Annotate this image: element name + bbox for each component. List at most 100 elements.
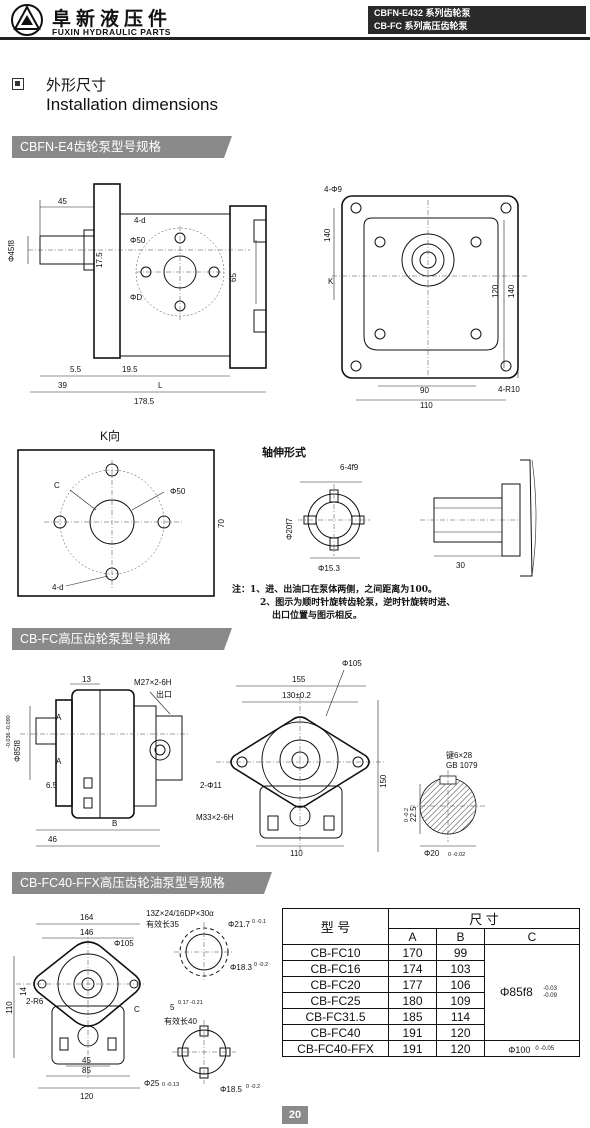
c-last-value: Φ100 xyxy=(508,1044,531,1055)
dim-13: 13 xyxy=(82,675,91,684)
cbfn-e4-front-view: 4-Φ9 140 K 120 140 90 110 4-R10 xyxy=(323,185,528,410)
table-row: CB-FC25 180 109 xyxy=(282,992,580,1009)
tol-phi25: 0 -0.13 xyxy=(162,1082,179,1088)
cell-a: 185 xyxy=(388,1008,437,1025)
notes: 注：1、进、出油口在泵体两侧，之间距离为100。 2、图示为顺时针旋转齿轮泵，逆… xyxy=(232,584,455,623)
cell-model: CB-FC40 xyxy=(282,1024,389,1041)
dim-150: 150 xyxy=(379,774,388,788)
series-tag-line2: CB-FC 系列高压齿轮泵 xyxy=(374,21,468,31)
dimension-table: 型 号 尺 寸 A B C CB-FC10 170 99 Φ85f8 -0.03… xyxy=(282,908,580,1057)
dim-phi45f8: Φ45f8 xyxy=(7,239,16,262)
dim-130: 130±0.2 xyxy=(282,691,311,700)
tol-22-5: 0 -0.2 xyxy=(404,808,410,822)
dim-phi15-3: Φ15.3 xyxy=(318,564,341,573)
series-tag: CBFN-E432 系列齿轮泵 CB-FC 系列高压齿轮泵 xyxy=(368,6,586,34)
cell-a: 191 xyxy=(388,1024,437,1041)
dim-65: 65 xyxy=(229,273,238,282)
brand-name-en: FUXIN HYDRAULIC PARTS xyxy=(52,27,171,37)
cell-c-main: Φ85f8 -0.03 -0.09 xyxy=(484,944,580,1041)
dim-A-2: A xyxy=(56,757,62,766)
c-main-tol: -0.03 -0.09 xyxy=(543,985,557,999)
table-header-dims: 尺 寸 xyxy=(388,908,580,929)
cb-fc40-ffx-front-view: 164 146 Φ105 110 14 2-R6 C 45 85 120 xyxy=(5,913,146,1101)
note-line-2: 2、图示为顺时针旋转齿轮泵，逆时针旋转时进、 xyxy=(260,598,456,608)
dim-5-5: 5.5 xyxy=(70,365,82,374)
dim-phi50: Φ50 xyxy=(130,236,146,245)
cell-b: 109 xyxy=(436,992,485,1009)
cb-fc-side-view: 13 M27×2-6H 出口 A A Φ85f8 -0.036 -0.090 6… xyxy=(6,675,190,847)
table-header-b: B xyxy=(436,928,485,945)
dim-C: C xyxy=(54,481,60,490)
spec-bar-cb-fc40-ffx: CB-FC40-FFX高压齿轮油泵型号规格 xyxy=(12,872,272,894)
cell-model: CB-FC40-FFX xyxy=(282,1040,389,1057)
dim-4-d: 4-d xyxy=(134,216,146,225)
cell-b: 99 xyxy=(436,944,485,961)
dim-K: K xyxy=(328,277,334,286)
port-m27: M27×2-6H xyxy=(134,678,172,687)
c-last-tol: 0 -0.05 xyxy=(535,1045,555,1052)
table-header-model: 型 号 xyxy=(282,908,389,945)
dim-110-ffx: 110 xyxy=(5,1001,14,1014)
dim-4-d-k: 4-d xyxy=(52,583,64,592)
dim-46: 46 xyxy=(48,835,57,844)
cell-a: 170 xyxy=(388,944,437,961)
dim-19-5: 19.5 xyxy=(122,365,138,374)
dim-phi85f8: Φ85f8 xyxy=(13,739,22,762)
dim-155: 155 xyxy=(292,675,306,684)
dim-70: 70 xyxy=(217,519,226,528)
cell-a: 180 xyxy=(388,992,437,1009)
cell-b: 120 xyxy=(436,1040,485,1057)
dim-14: 14 xyxy=(19,987,28,996)
dim-45: 45 xyxy=(58,197,67,206)
tol-phi85f8: -0.036 -0.090 xyxy=(6,715,12,748)
dim-phi105-ffx: Φ105 xyxy=(114,939,134,948)
table-header-a: A xyxy=(388,928,437,945)
section-marker-icon xyxy=(12,78,24,90)
spline-spec: 13Z×24/16DP×30α xyxy=(146,909,214,918)
table-row: CB-FC10 170 99 Φ85f8 -0.03 -0.09 xyxy=(282,944,580,1041)
cell-b: 103 xyxy=(436,960,485,977)
dim-phi50-k: Φ50 xyxy=(170,487,186,496)
cell-c-last: Φ100 0 -0.05 xyxy=(484,1040,580,1057)
cell-a: 174 xyxy=(388,960,437,977)
tol-phi21-7: 0 -0.1 xyxy=(252,919,266,925)
dim-4-R10: 4-R10 xyxy=(498,385,520,394)
shaft-drawing: 6-4f9 Φ20f7 Φ15.3 30 xyxy=(285,459,537,577)
dim-6-4f9: 6-4f9 xyxy=(340,463,359,472)
table-row: CB-FC40 191 120 xyxy=(282,1024,580,1041)
table-header-c: C xyxy=(484,928,580,945)
dim-178-5: 178.5 xyxy=(134,397,155,406)
spline-effective-40: 有效长40 xyxy=(164,1016,197,1026)
page-number: 20 xyxy=(282,1106,308,1124)
port-m33: M33×2-6H xyxy=(196,813,234,822)
outlet-label: 出口 xyxy=(156,689,172,699)
dim-B: B xyxy=(112,819,117,828)
dim-90: 90 xyxy=(420,386,429,395)
dim-110: 110 xyxy=(420,401,433,410)
key-spec: 键6×28 xyxy=(446,750,473,760)
cell-b: 120 xyxy=(436,1024,485,1041)
dim-45-ffx: 45 xyxy=(82,1056,91,1065)
dim-phi18-5: Φ18.5 xyxy=(220,1085,243,1094)
spec-bar-cb-fc: CB-FC高压齿轮泵型号规格 xyxy=(12,628,232,650)
dim-4-phi9: 4-Φ9 xyxy=(324,185,342,194)
spec-bar-cbfn-e4: CBFN-E4齿轮泵型号规格 xyxy=(12,136,232,158)
dim-39: 39 xyxy=(58,381,67,390)
dim-2-phi11: 2-Φ11 xyxy=(200,781,222,790)
cell-model: CB-FC31.5 xyxy=(282,1008,389,1025)
section-title-cn: 外形尺寸 xyxy=(46,77,107,94)
dim-6-5: 6.5 xyxy=(46,781,58,790)
cell-b: 106 xyxy=(436,976,485,993)
dim-5: 5 xyxy=(170,1003,175,1012)
c-main-value: Φ85f8 xyxy=(499,985,533,1000)
shaft-type-title: 轴伸形式 xyxy=(262,447,306,459)
tol-phi18-3: 0 -0.2 xyxy=(254,962,268,968)
cell-a: 191 xyxy=(388,1040,437,1057)
tol-5: 0.17 -0.21 xyxy=(178,1000,203,1006)
cell-model: CB-FC25 xyxy=(282,992,389,1009)
dim-120-ffx: 120 xyxy=(80,1092,94,1101)
dim-140-a: 140 xyxy=(323,228,332,242)
dim-17-5: 17.5 xyxy=(95,252,104,268)
dim-phi25: Φ25 xyxy=(144,1079,160,1088)
page-header xyxy=(0,0,590,40)
